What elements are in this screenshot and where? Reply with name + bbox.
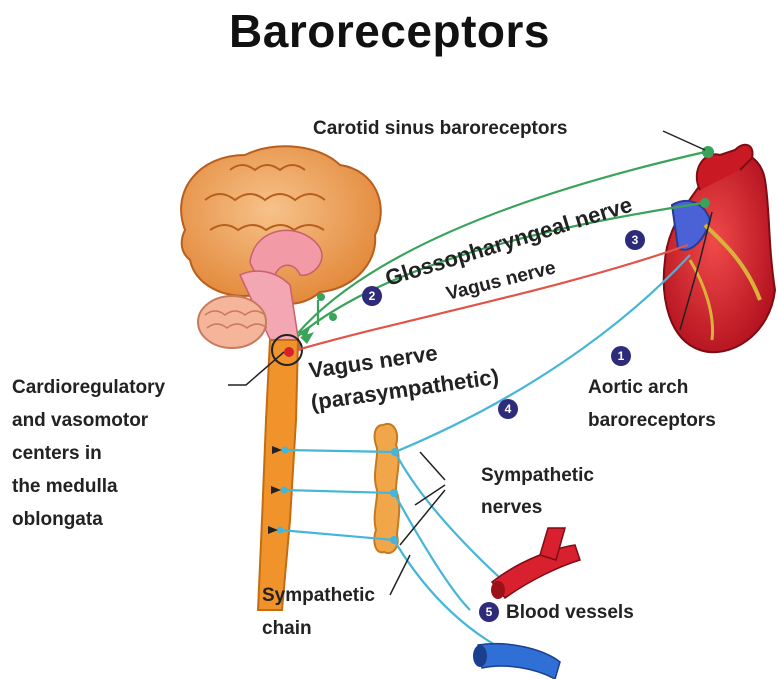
svg-text:nerves: nerves bbox=[481, 497, 542, 518]
svg-text:the medulla: the medulla bbox=[12, 476, 118, 497]
vein-vessel bbox=[473, 644, 560, 679]
svg-text:Cardioregulatory: Cardioregulatory bbox=[12, 377, 166, 398]
step-1-marker: 1 bbox=[611, 346, 631, 366]
svg-text:oblongata: oblongata bbox=[12, 509, 103, 530]
svg-text:centers in: centers in bbox=[12, 443, 102, 464]
svg-text:Aortic arch: Aortic arch bbox=[588, 377, 688, 398]
cardioregulatory-label: Cardioregulatory and vasomotor centers i… bbox=[12, 377, 166, 530]
sympathetic-chain bbox=[374, 424, 399, 553]
carotid-sinus-label: Carotid sinus baroreceptors bbox=[313, 118, 567, 139]
svg-text:Sympathetic: Sympathetic bbox=[262, 585, 375, 606]
svg-text:baroreceptors: baroreceptors bbox=[588, 410, 716, 431]
step-3-marker: 3 bbox=[625, 230, 645, 250]
step-2-marker: 2 bbox=[362, 286, 382, 306]
svg-text:5: 5 bbox=[486, 605, 493, 619]
cerebellum bbox=[198, 296, 267, 348]
svg-text:chain: chain bbox=[262, 618, 312, 639]
sympathetic-chain-label: Sympathetic chain bbox=[262, 585, 375, 639]
svg-text:Sympathetic: Sympathetic bbox=[481, 465, 594, 486]
blood-vessels-label: Blood vessels bbox=[506, 602, 634, 623]
svg-text:3: 3 bbox=[632, 233, 639, 247]
sympathetic-nerves-label: Sympathetic nerves bbox=[481, 465, 594, 518]
step-5-marker: 5 bbox=[479, 602, 499, 622]
svg-text:2: 2 bbox=[369, 289, 376, 303]
svg-text:1: 1 bbox=[618, 349, 625, 363]
step-4-marker: 4 bbox=[498, 399, 518, 419]
artery-vessel bbox=[491, 528, 580, 599]
spinal-cord bbox=[258, 340, 298, 610]
svg-text:4: 4 bbox=[505, 402, 512, 416]
svg-text:and vasomotor: and vasomotor bbox=[12, 410, 149, 431]
aortic-arch-label: Aortic arch baroreceptors bbox=[588, 377, 716, 431]
